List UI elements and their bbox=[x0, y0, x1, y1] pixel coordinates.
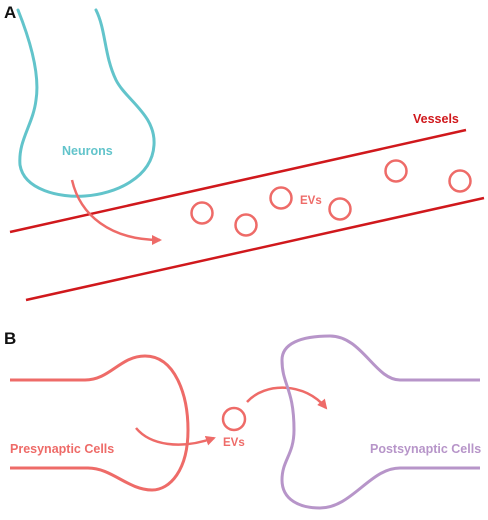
vessels-label: Vessels bbox=[413, 112, 459, 126]
ev-vesicle bbox=[269, 186, 293, 210]
ev-to-postsynaptic-arrow bbox=[246, 386, 328, 410]
presynaptic-to-ev-arrow bbox=[135, 427, 216, 446]
neurons-label: Neurons bbox=[62, 144, 113, 158]
neuron-outline bbox=[16, 8, 156, 198]
neuron-to-vessel-arrow bbox=[70, 179, 162, 245]
ev-vesicle bbox=[448, 169, 472, 193]
presynaptic-cell-outline bbox=[10, 354, 190, 492]
panel-a-letter: A bbox=[4, 3, 16, 22]
panel-b-letter: B bbox=[4, 329, 16, 348]
ev-vesicle bbox=[328, 197, 352, 221]
evs-label-b: EVs bbox=[223, 437, 245, 449]
presynaptic-label: Presynaptic Cells bbox=[10, 442, 114, 456]
postsynaptic-cell-outline bbox=[280, 334, 480, 510]
ev-vesicle bbox=[384, 159, 408, 183]
vessel-wall-lower bbox=[25, 196, 485, 302]
evs-label-a: EVs bbox=[300, 195, 322, 207]
vessel-wall-upper bbox=[9, 128, 467, 234]
postsynaptic-label: Postsynaptic Cells bbox=[370, 442, 481, 456]
ev-vesicle bbox=[234, 213, 258, 237]
ev-vesicle-synapse bbox=[221, 406, 247, 432]
ev-vesicle bbox=[190, 201, 214, 225]
